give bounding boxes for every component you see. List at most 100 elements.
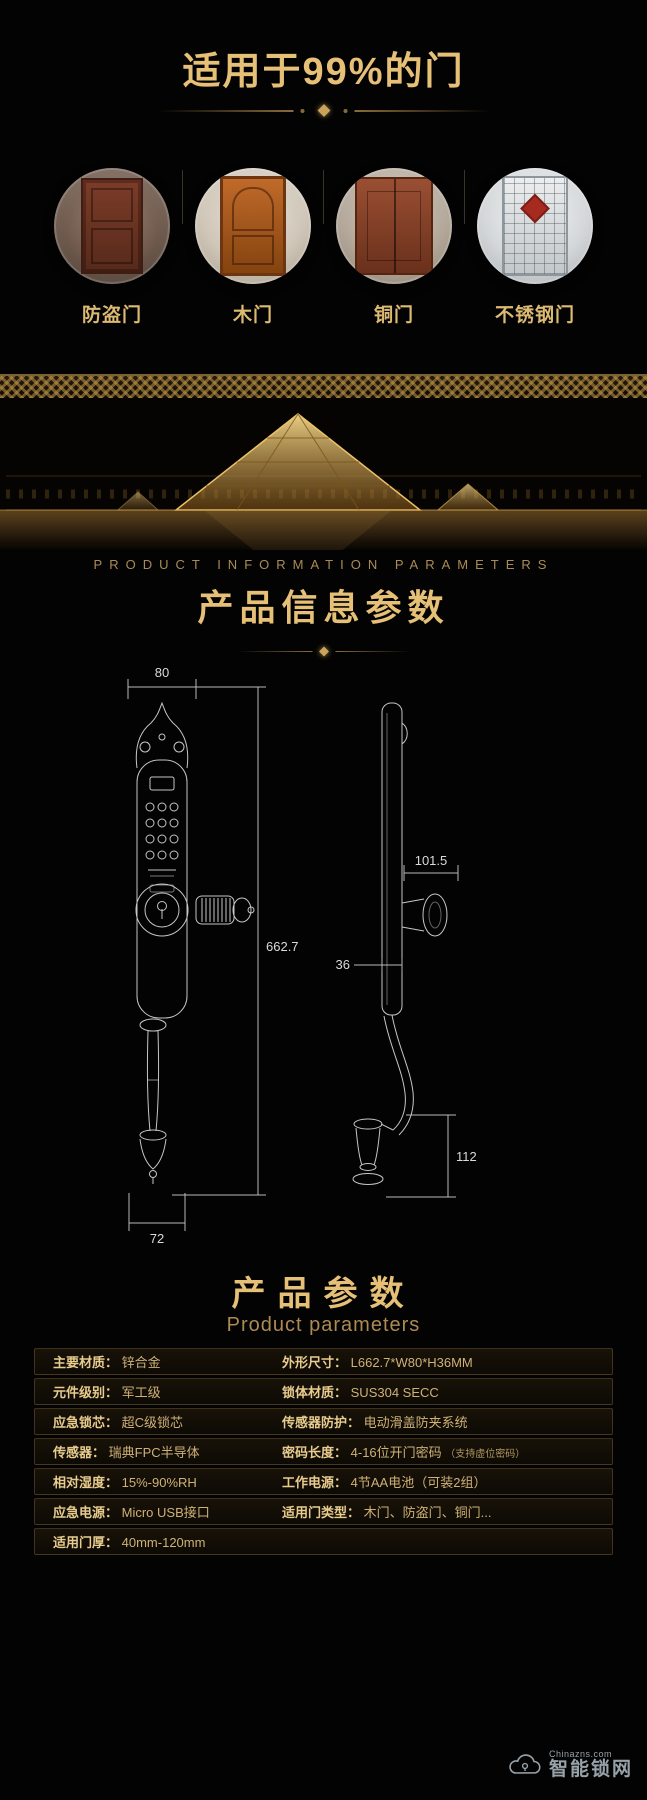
- door-image: [502, 176, 568, 276]
- spec-value: 锌合金: [121, 1355, 161, 1370]
- spec-cell: 外形尺寸： L662.7*W80*H36MM: [268, 1352, 612, 1371]
- door-type-security: 防盗门: [42, 168, 182, 327]
- ornate-border-strip: [0, 374, 647, 400]
- door-type-stainless: 不锈钢门: [465, 168, 605, 327]
- lock-technical-drawing: 80 662.7 72: [127, 665, 477, 1246]
- door-photo-wood: [195, 168, 311, 284]
- spec-value: 40mm-120mm: [121, 1535, 206, 1550]
- spec-label: 适用门厚：: [53, 1535, 119, 1550]
- door-image: [355, 177, 433, 275]
- watermark-name: 智能锁网: [548, 1758, 633, 1780]
- spec-cell: 适用门厚： 40mm-120mm: [35, 1532, 268, 1551]
- spec-row: 相对湿度： 15%-90%RH 工作电源： 4节AA电池（可装2组）: [34, 1468, 613, 1495]
- spec-value: 4节AA电池（可装2组）: [350, 1475, 487, 1490]
- divider-line: [335, 651, 410, 652]
- spec-label: 元件级别：: [53, 1385, 119, 1400]
- vertical-divider: [323, 170, 324, 224]
- lock-front-view: [135, 701, 255, 1184]
- spec-value: 4-16位开门密码: [350, 1445, 442, 1460]
- door-type-wood: 木门: [183, 168, 323, 327]
- spec-value: 木门、防盗门、铜门...: [363, 1505, 492, 1520]
- spec-value: 电动滑盖防夹系统: [363, 1415, 468, 1430]
- section-chinese-title: 产品信息参数: [197, 587, 450, 628]
- spec-cell: 元件级别： 军工级: [35, 1382, 268, 1401]
- parameters-chinese-title: 产品参数: [231, 1275, 416, 1313]
- watermark-site: Chinazns.com: [548, 1749, 613, 1759]
- spec-row: 主要材质： 锌合金 外形尺寸： L662.7*W80*H36MM: [34, 1348, 613, 1375]
- dimension-side-body-depth: 36: [336, 957, 403, 972]
- dimension-side-knob-depth: 101.5: [403, 853, 459, 881]
- watermark: Chinazns.com 智能锁网: [507, 1749, 633, 1781]
- spec-label: 适用门类型：: [282, 1505, 361, 1520]
- spec-label: 主要材质：: [53, 1355, 119, 1370]
- dimension-label: 72: [150, 1231, 164, 1246]
- spec-value: 瑞典FPC半导体: [108, 1445, 200, 1460]
- dimension-front-width: 80: [127, 665, 197, 699]
- divider-dot: [300, 108, 304, 113]
- spec-cell: 相对湿度： 15%-90%RH: [35, 1472, 268, 1491]
- spec-cell: 应急锁芯： 超C级锁芯: [35, 1412, 268, 1431]
- spec-label: 相对湿度：: [53, 1475, 119, 1490]
- spec-value: 军工级: [121, 1385, 161, 1400]
- spec-label: 锁体材质：: [282, 1385, 348, 1400]
- door-photo-stainless: [477, 168, 593, 284]
- dimension-side-bottom-height: 112: [386, 1114, 477, 1198]
- diamond-ornament-icon: [317, 104, 330, 117]
- dimension-label: 101.5: [415, 853, 448, 868]
- dimension-label: 80: [155, 665, 169, 680]
- parameters-english-title: Product parameters: [226, 1314, 421, 1336]
- dimension-front-bottom-width: 72: [128, 1193, 186, 1246]
- spec-value: Micro USB接口: [121, 1505, 210, 1520]
- diamond-ornament-icon: [318, 646, 329, 657]
- door-photo-copper: [336, 168, 452, 284]
- dimension-label: 112: [456, 1149, 477, 1164]
- spec-label: 应急电源：: [53, 1505, 119, 1520]
- door-image: [220, 176, 286, 276]
- spec-value: SUS304 SECC: [350, 1385, 439, 1400]
- door-label: 铜门: [373, 305, 414, 326]
- door-types-row: 防盗门 木门 铜门 不锈钢门: [0, 168, 647, 327]
- spec-label: 外形尺寸：: [282, 1355, 348, 1370]
- divider-line: [158, 109, 293, 112]
- dimension-label: 662.7: [266, 939, 299, 954]
- door-image: [81, 178, 143, 274]
- spec-cell: 工作电源： 4节AA电池（可装2组）: [268, 1472, 612, 1491]
- door-type-copper: 铜门: [324, 168, 464, 327]
- door-label: 防盗门: [81, 305, 142, 326]
- spec-cell: 应急电源： Micro USB接口: [35, 1502, 268, 1521]
- divider-line: [354, 109, 489, 112]
- spec-cell: 传感器： 瑞典FPC半导体: [35, 1442, 268, 1461]
- spec-row: 元件级别： 军工级 锁体材质： SUS304 SECC: [34, 1378, 613, 1405]
- door-label: 不锈钢门: [494, 305, 575, 326]
- door-label: 木门: [232, 305, 273, 326]
- dimension-label: 36: [336, 957, 350, 972]
- spec-value: L662.7*W80*H36MM: [350, 1355, 473, 1370]
- spec-row: 应急电源： Micro USB接口 适用门类型： 木门、防盗门、铜门...: [34, 1498, 613, 1525]
- spec-label: 密码长度：: [282, 1445, 348, 1460]
- page-title: 适用于99%的门: [182, 51, 465, 93]
- spec-cell: 适用门类型： 木门、防盗门、铜门...: [268, 1502, 612, 1521]
- ornamental-divider: [158, 104, 489, 117]
- lock-side-view: [352, 702, 448, 1185]
- spec-row: 适用门厚： 40mm-120mm: [34, 1528, 613, 1555]
- door-photo-security: [54, 168, 170, 284]
- spec-value: 超C级锁芯: [121, 1415, 184, 1430]
- dimension-front-height: 662.7: [172, 686, 299, 1196]
- spec-value: 15%-90%RH: [121, 1475, 197, 1490]
- spec-cell: 密码长度： 4-16位开门密码 （支持虚位密码）: [268, 1442, 612, 1461]
- spec-cell: 主要材质： 锌合金: [35, 1352, 268, 1371]
- cloud-lock-icon: [509, 1754, 541, 1775]
- spec-row: 应急锁芯： 超C级锁芯 传感器防护： 电动滑盖防夹系统: [34, 1408, 613, 1435]
- spec-label: 工作电源：: [282, 1475, 348, 1490]
- ornamental-divider-small: [237, 646, 410, 657]
- vertical-divider: [182, 170, 183, 224]
- divider-line: [237, 651, 312, 652]
- section-english-title: PRODUCT INFORMATION PARAMETERS: [93, 557, 554, 572]
- spec-cell: 传感器防护： 电动滑盖防夹系统: [268, 1412, 612, 1431]
- spec-note: （支持虚位密码）: [445, 1449, 526, 1460]
- spec-label: 传感器：: [53, 1445, 106, 1460]
- spec-row: 传感器： 瑞典FPC半导体 密码长度： 4-16位开门密码 （支持虚位密码）: [34, 1438, 613, 1465]
- specs-table: 主要材质： 锌合金 外形尺寸： L662.7*W80*H36MM 元件级别： 军…: [34, 1348, 613, 1558]
- divider-dot: [343, 108, 347, 113]
